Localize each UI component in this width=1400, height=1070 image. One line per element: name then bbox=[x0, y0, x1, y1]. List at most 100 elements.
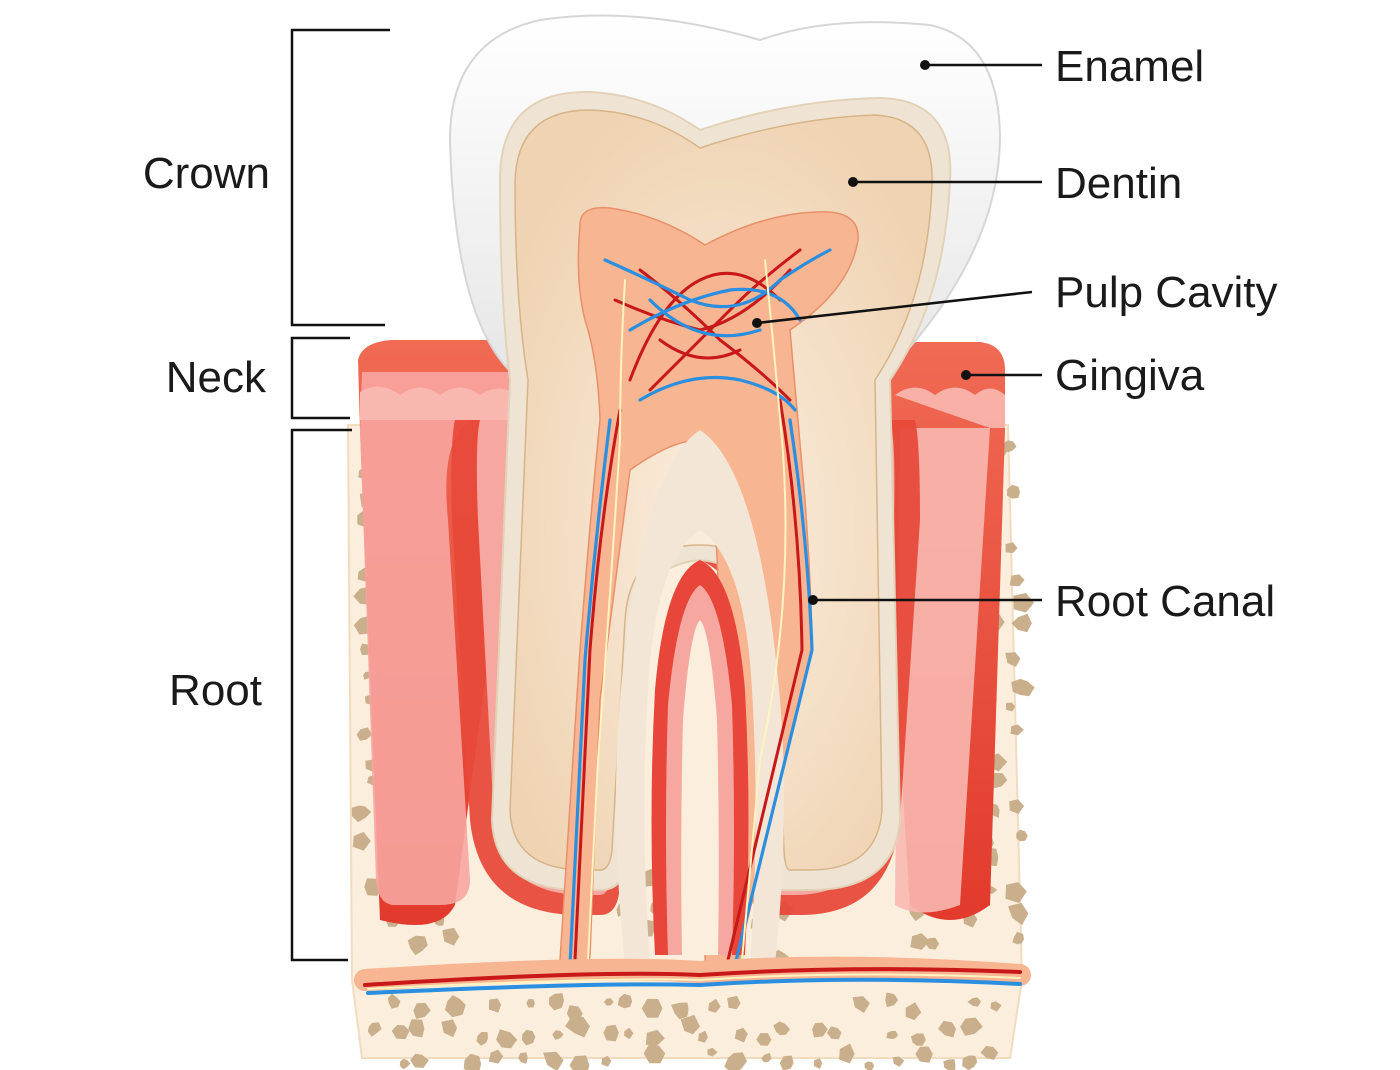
bone-pore bbox=[708, 998, 721, 1013]
bone-pore bbox=[488, 1049, 504, 1064]
bone-pore bbox=[812, 1022, 828, 1038]
bone-pore bbox=[925, 937, 940, 950]
bone-pore bbox=[617, 993, 633, 1009]
bone-pore bbox=[1009, 574, 1025, 587]
bone-pore bbox=[641, 998, 663, 1018]
bone-pore bbox=[356, 727, 373, 741]
bone-pore bbox=[1003, 440, 1017, 453]
leader-enamel bbox=[920, 60, 1042, 70]
bone-pore bbox=[476, 1032, 488, 1046]
bone-pore bbox=[1009, 799, 1024, 814]
bone-pore bbox=[943, 1059, 956, 1070]
bone-pore bbox=[1012, 931, 1024, 945]
bone-pore bbox=[980, 1046, 999, 1060]
bone-pore bbox=[779, 1055, 794, 1070]
bone-pore bbox=[413, 1002, 431, 1019]
bone-pore bbox=[671, 1002, 689, 1020]
bone-pore bbox=[885, 992, 899, 1008]
bone-pore bbox=[526, 999, 535, 1008]
bone-pore bbox=[761, 1052, 772, 1063]
bone-pore bbox=[603, 1024, 619, 1042]
bone-pore bbox=[892, 1056, 905, 1067]
bone-pore bbox=[826, 1026, 842, 1040]
bone-pore bbox=[707, 1047, 718, 1057]
bone-pore bbox=[839, 1043, 855, 1064]
leader-gingiva bbox=[961, 370, 1042, 380]
bone-pore bbox=[990, 1001, 1002, 1012]
bone-pore bbox=[886, 1030, 899, 1039]
label-root-canal: Root Canal bbox=[1055, 577, 1275, 626]
bone-pore bbox=[1008, 903, 1029, 926]
leader-pulp-cavity bbox=[752, 290, 1033, 328]
bone-pore bbox=[814, 1058, 823, 1069]
bone-pore bbox=[441, 1019, 458, 1038]
bone-pore bbox=[543, 1051, 564, 1070]
bone-pore bbox=[915, 1046, 933, 1063]
bone-pore bbox=[521, 1029, 536, 1046]
bone-pore bbox=[962, 1055, 978, 1070]
bone-pore bbox=[367, 1022, 382, 1037]
bone-pore bbox=[1006, 702, 1016, 712]
label-dentin: Dentin bbox=[1055, 159, 1182, 208]
bone-pore bbox=[1010, 724, 1024, 736]
bone-pore bbox=[773, 1021, 790, 1036]
bone-pore bbox=[698, 1030, 708, 1043]
bone-pore bbox=[1011, 678, 1035, 697]
label-pulp-cavity: Pulp Cavity bbox=[1055, 268, 1278, 317]
label-root: Root bbox=[169, 666, 262, 715]
bone-pore bbox=[442, 927, 460, 946]
bone-pore bbox=[938, 1020, 956, 1038]
bone-pore bbox=[603, 998, 614, 1006]
bone-pore bbox=[1005, 882, 1027, 903]
bone-pore bbox=[408, 1019, 425, 1038]
bone-pore bbox=[910, 1033, 926, 1046]
bone-pore bbox=[905, 1002, 922, 1021]
bone-pore bbox=[496, 1029, 518, 1049]
label-enamel: Enamel bbox=[1055, 42, 1204, 91]
pulp-vessels bbox=[568, 248, 832, 967]
root-bracket bbox=[290, 428, 352, 962]
bone-pore bbox=[601, 1056, 612, 1067]
bone-pore bbox=[643, 1043, 666, 1064]
bone-pore bbox=[724, 1052, 747, 1070]
bone-pore bbox=[488, 998, 502, 1013]
bone-pore bbox=[444, 995, 466, 1018]
label-crown: Crown bbox=[143, 149, 270, 198]
bone-pore bbox=[645, 1029, 665, 1046]
bone-pore bbox=[756, 1033, 772, 1046]
bone-pore bbox=[407, 935, 428, 956]
bone-pore bbox=[565, 1016, 590, 1038]
bone-pore bbox=[1007, 484, 1020, 499]
bone-pore bbox=[399, 1058, 411, 1070]
bone-pore bbox=[1013, 593, 1034, 613]
neck-bracket bbox=[290, 336, 350, 420]
bone-pore bbox=[352, 831, 371, 851]
bone-pore bbox=[1005, 652, 1021, 667]
bone-pore bbox=[910, 933, 930, 950]
bone-pore bbox=[624, 1027, 634, 1040]
bone-pore bbox=[1011, 613, 1032, 633]
bone-pore bbox=[387, 993, 401, 1009]
bone-pore bbox=[518, 1052, 528, 1064]
bone-pore bbox=[864, 1061, 875, 1070]
bone-pore bbox=[727, 995, 741, 1010]
bone-pore bbox=[549, 993, 564, 1011]
bone-pore bbox=[967, 997, 982, 1007]
bone-pore bbox=[351, 805, 372, 823]
label-gingiva: Gingiva bbox=[1055, 351, 1205, 400]
bone-pore bbox=[410, 1053, 429, 1068]
leader-root-canal bbox=[808, 595, 1042, 605]
bone-pore bbox=[1016, 829, 1028, 842]
bone-pore bbox=[552, 1030, 564, 1040]
bone-pore bbox=[569, 1055, 590, 1070]
bone-pore bbox=[734, 1027, 748, 1043]
base-vessels bbox=[354, 956, 1031, 995]
bone-pore bbox=[960, 1017, 983, 1036]
label-neck: Neck bbox=[166, 353, 267, 402]
bone-pore bbox=[852, 996, 870, 1013]
bone-pore bbox=[1005, 542, 1018, 554]
bone-pore bbox=[463, 1053, 482, 1070]
bone-pore bbox=[680, 1014, 700, 1035]
crown-bracket bbox=[290, 28, 390, 327]
